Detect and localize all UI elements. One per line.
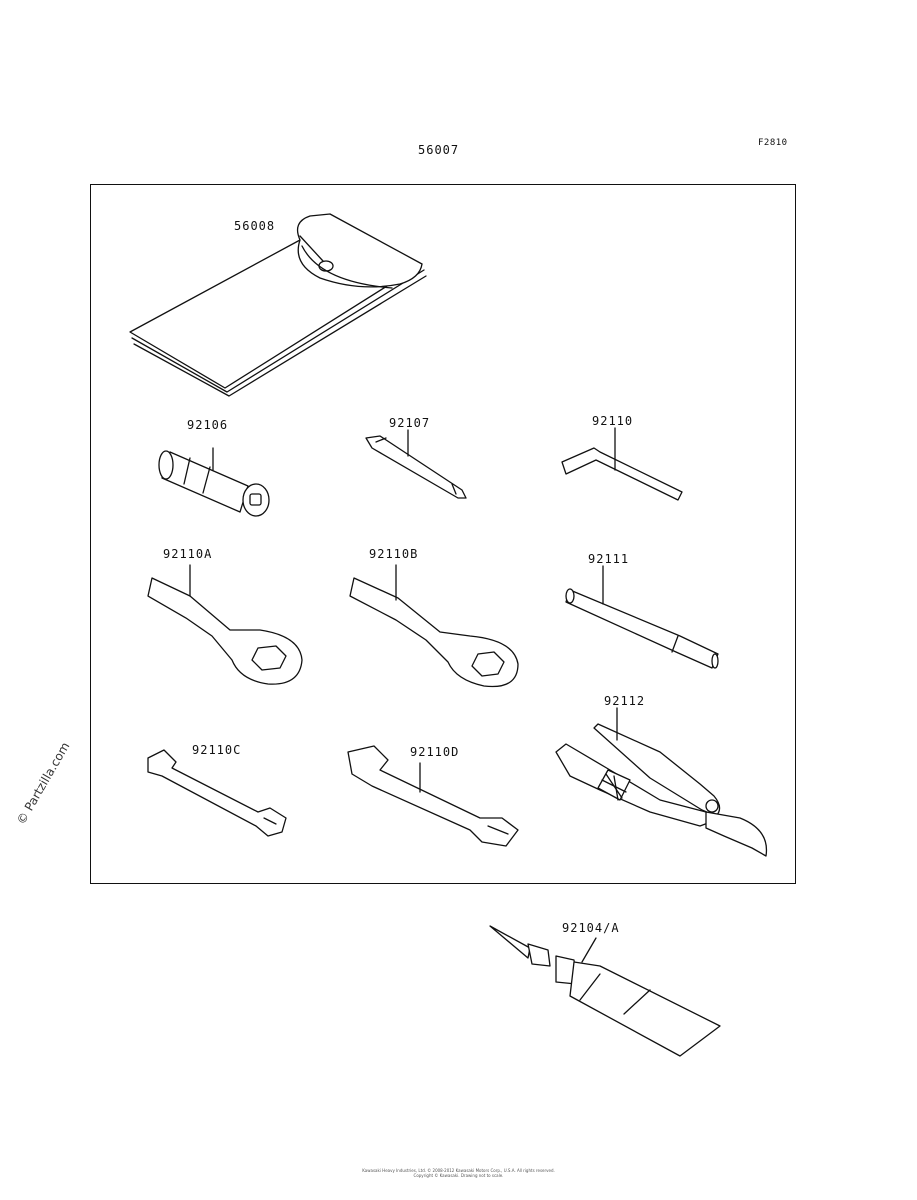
tool-pouch-icon [129,213,427,397]
extension-handle-icon [565,565,719,669]
copyright-footer: Kawasaki Heavy Industries, Ltd. © 2008-2… [0,1168,917,1178]
label-92110a: 92110A [163,547,213,561]
label-92110d: 92110D [410,745,460,759]
label-56008: 56008 [234,219,276,233]
label-92104a: 92104/A [562,921,620,935]
screwdriver-icon [365,429,467,499]
label-92111: 92111 [588,552,630,566]
label-92110b: 92110B [369,547,419,561]
label-92110: 92110 [592,414,634,428]
label-92107: 92107 [389,416,431,430]
hex-key-icon [561,427,683,501]
pliers-icon [555,707,768,857]
ring-wrench-icon [147,564,303,685]
grease-tube-icon [489,925,721,1057]
open-end-wrench-icon [347,745,519,847]
open-end-wrench-icon [147,749,287,837]
label-92110c: 92110C [192,743,242,757]
label-92106: 92106 [187,418,229,432]
figure-code: F2810 [758,138,788,148]
tool-kit-frame [90,184,796,884]
footer-line-1: Kawasaki Heavy Industries, Ltd. © 2008-2… [362,1168,555,1173]
label-92112: 92112 [604,694,646,708]
footer-line-2: Copyright © Kawasaki. Drawing not to sca… [413,1173,504,1178]
socket-icon [158,447,270,517]
ring-wrench-icon [349,564,519,688]
assembly-part-number: 56007 [418,143,460,157]
